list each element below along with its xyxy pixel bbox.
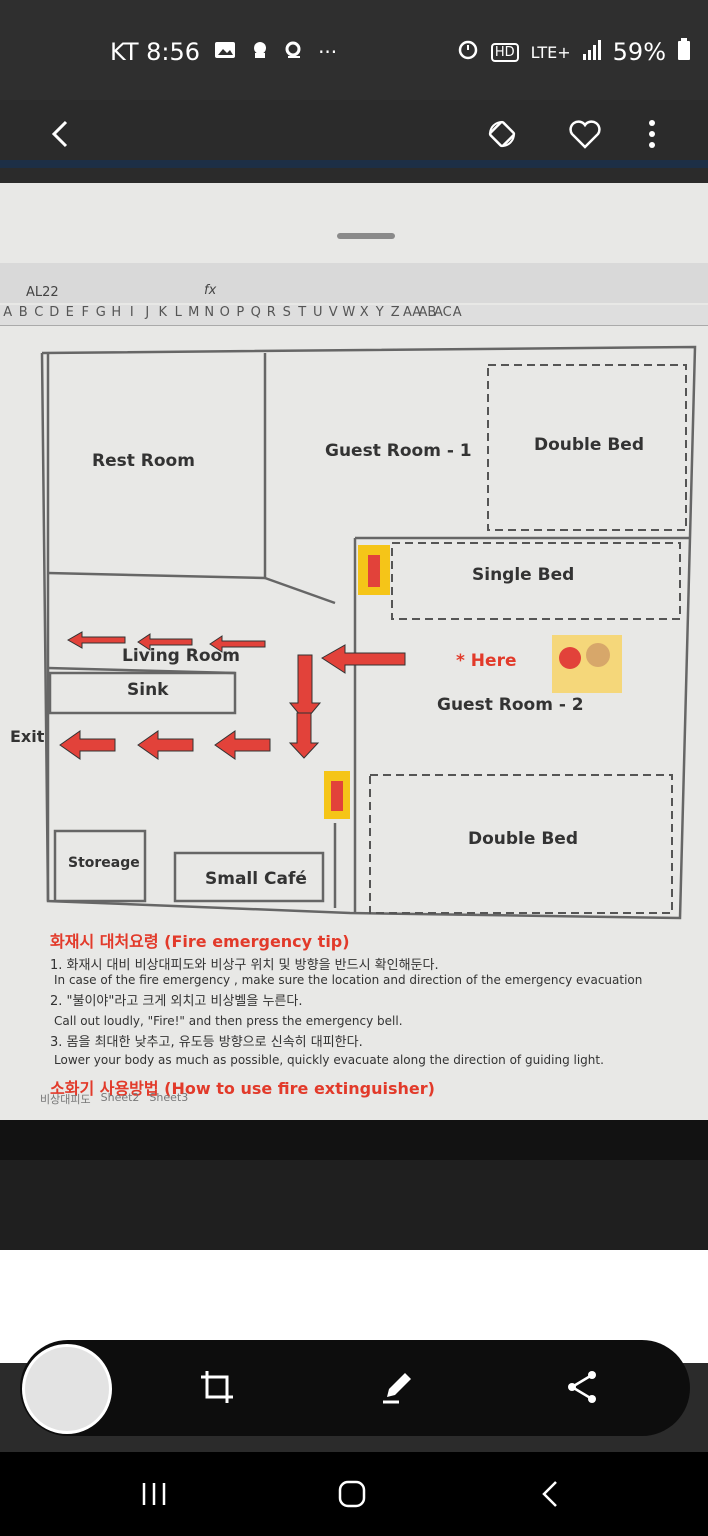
double-bed-1-label: Double Bed [534, 435, 644, 455]
excel-column-header: U [312, 305, 323, 320]
living-room-label: Living Room [122, 646, 240, 666]
excel-column-header: X [359, 305, 369, 320]
excel-column-header: F [81, 305, 89, 320]
excel-column-header: A [3, 305, 13, 320]
battery-level: 59% [612, 38, 666, 66]
edit-pencil-icon[interactable] [370, 1360, 424, 1414]
heart-icon[interactable] [565, 114, 605, 154]
excel-column-header: O [219, 305, 230, 320]
hd-voice-icon: HD [490, 42, 519, 62]
sheet-tabs: 비상대피도 Sheet2 Sheet3 [40, 1091, 188, 1107]
excel-column-header: L [174, 305, 182, 320]
photo-thumbnail[interactable] [22, 1344, 112, 1434]
excel-namebox: AL22 [26, 285, 59, 300]
drag-handle[interactable] [337, 233, 395, 239]
excel-column-header: D [49, 305, 60, 320]
auto-rotate-icon[interactable] [482, 114, 522, 154]
lte-icon: LTE+ [530, 42, 571, 62]
excel-column-header: A [452, 305, 462, 320]
bottom-toolbar [20, 1340, 690, 1436]
status-right: HD LTE+ 59% [457, 38, 690, 66]
excel-column-header: P [236, 305, 245, 320]
excel-column-header: H [111, 305, 122, 320]
excel-column-header: AB [418, 305, 437, 320]
tip-line-1-en: In case of the fire emergency , make sur… [54, 973, 643, 987]
excel-column-header: E [65, 305, 74, 320]
excel-ribbon [0, 263, 708, 303]
navigation-bar [0, 1452, 708, 1536]
back-icon[interactable] [526, 1474, 574, 1514]
notification-icon [250, 40, 270, 65]
excel-column-header: K [158, 305, 168, 320]
crop-icon[interactable] [190, 1360, 244, 1414]
signal-icon [582, 38, 601, 66]
app-bar-divider [0, 160, 708, 168]
excel-column-header: C [34, 305, 44, 320]
double-bed-2-label: Double Bed [468, 829, 578, 849]
tip-line-3-ko: 3. 몸을 최대한 낮추고, 유도등 방향으로 신속히 대피한다. [50, 1035, 363, 1050]
excel-column-header: V [328, 305, 338, 320]
floor-plan [40, 345, 697, 920]
exit-label: Exit [10, 727, 45, 746]
excel-column-header: AC [434, 305, 452, 320]
sheet-tab-2: Sheet2 [100, 1091, 140, 1104]
app-bar [0, 100, 708, 180]
excel-column-header: J [145, 305, 150, 320]
extinguisher-heading: 소화기 사용방법 (How to use fire extinguisher) [50, 1079, 435, 1098]
status-left: KT 8:56 ··· [110, 38, 337, 66]
excel-column-header: B [18, 305, 28, 320]
more-vertical-icon[interactable] [632, 114, 672, 154]
here-marker: * Here [456, 651, 517, 671]
excel-column-header: Y [375, 305, 384, 320]
sheet-tab-3: Sheet3 [149, 1091, 189, 1104]
tip-line-1-ko: 1. 화재시 대비 비상대피도와 비상구 위치 및 방향을 반드시 확인해둔다. [50, 958, 439, 973]
excel-column-header: R [266, 305, 276, 320]
excel-column-header: Q [250, 305, 261, 320]
more-dots-icon: ··· [318, 40, 338, 64]
excel-column-header: T [298, 305, 307, 320]
chevron-left-icon[interactable] [40, 114, 80, 154]
guest-room-2-label: Guest Room - 2 [437, 695, 584, 715]
tips-heading: 화재시 대처요령 (Fire emergency tip) [50, 932, 350, 951]
small-cafe-label: Small Café [205, 869, 307, 889]
gallery-icon [214, 40, 236, 65]
excel-column-header: N [204, 305, 215, 320]
excel-column-header: AA [403, 305, 422, 320]
evacuation-arrows [59, 631, 406, 760]
tip-line-2-en: Call out loudly, "Fire!" and then press … [54, 1014, 403, 1028]
excel-column-header: M [188, 305, 200, 320]
sheet-tab-1: 비상대피도 [40, 1093, 91, 1106]
search-icon [284, 40, 304, 65]
guest-room-1-label: Guest Room - 1 [325, 441, 472, 461]
excel-column-header: G [95, 305, 106, 320]
storage-label: Storeage [68, 855, 140, 871]
share-icon[interactable] [555, 1360, 609, 1414]
single-bed-label: Single Bed [472, 565, 575, 585]
sink-label: Sink [127, 680, 169, 700]
excel-column-header: I [129, 305, 134, 320]
home-icon[interactable] [328, 1474, 376, 1514]
recent-apps-icon[interactable] [130, 1474, 178, 1514]
battery-icon [678, 38, 690, 66]
status-bar: KT 8:56 ··· HD LTE+ 59% [0, 0, 708, 100]
rest-room-label: Rest Room [92, 451, 195, 471]
tip-line-3-en: Lower your body as much as possible, qui… [54, 1053, 604, 1067]
excel-column-header: S [282, 305, 291, 320]
fx-label: fx [204, 283, 217, 298]
alarm-icon [457, 38, 479, 66]
tip-line-2-ko: 2. "불이야"라고 크게 외치고 비상벨을 누른다. [50, 994, 303, 1009]
excel-column-header: Z [390, 305, 400, 320]
carrier-time: KT 8:56 [110, 38, 201, 66]
excel-column-header: W [342, 305, 356, 320]
windows-taskbar [0, 1120, 708, 1160]
